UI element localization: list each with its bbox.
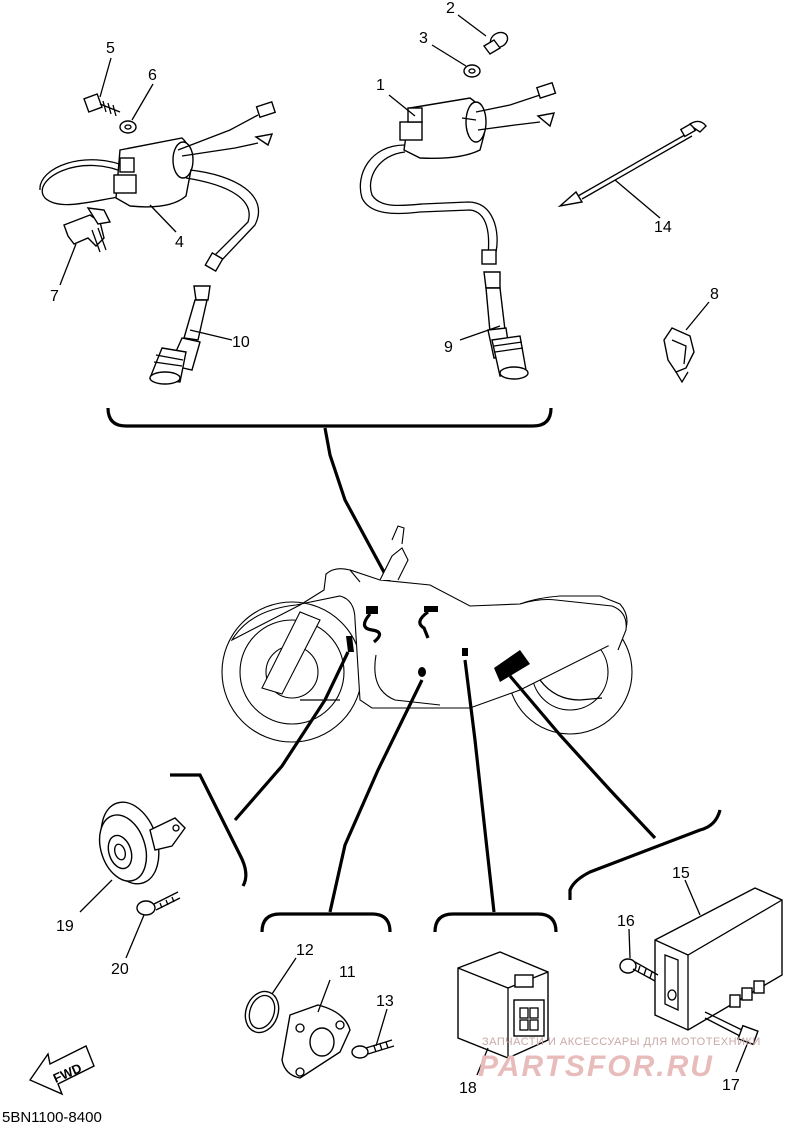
motorcycle-outline [221, 525, 633, 743]
callout-1: 1 [376, 77, 385, 94]
horn-group-bracket [170, 773, 248, 887]
ignition-coil-right [359, 81, 557, 265]
ignition-coil-left [39, 100, 277, 273]
regulator-group-bracket [568, 809, 722, 900]
spark-plug-cap-9 [483, 271, 529, 380]
o-ring-12 [244, 990, 280, 1034]
relay-group-bracket [433, 912, 558, 933]
lead-wire-14 [557, 120, 707, 208]
callout-13: 13 [376, 993, 394, 1010]
callout-8: 8 [710, 286, 719, 303]
watermark-brand: PARTSFOR.RU [478, 1050, 714, 1083]
callout-19: 19 [56, 918, 74, 935]
forward-arrow: FWD [28, 1045, 95, 1096]
horn-bolt-20 [136, 891, 181, 916]
bracket-7 [63, 207, 112, 253]
clamp-8 [663, 327, 695, 384]
relay-18 [457, 951, 549, 1059]
washer-6 [119, 120, 137, 134]
callout-18: 18 [459, 1080, 477, 1097]
sensor-group-bracket [260, 912, 392, 933]
callout-17: 17 [722, 1077, 740, 1094]
callout-5: 5 [106, 40, 115, 57]
diagram-code: 5BN1100-8400 [2, 1109, 102, 1126]
callout-7: 7 [50, 288, 59, 305]
leader-regulator [508, 674, 657, 840]
callout-20: 20 [111, 961, 129, 978]
washer-3 [463, 64, 481, 78]
sensor-11 [281, 1004, 351, 1079]
callout-4: 4 [175, 234, 184, 251]
horn-19 [98, 801, 186, 885]
callout-11: 11 [339, 964, 356, 981]
bolt-17 [704, 1011, 759, 1046]
callout-12: 12 [296, 942, 314, 959]
callout-3: 3 [419, 30, 428, 47]
callout-10: 10 [232, 334, 250, 351]
rectifier-regulator-15 [654, 887, 783, 1031]
leader-sensor [328, 679, 424, 913]
screw-2 [482, 31, 509, 55]
top-group-bracket [106, 407, 553, 428]
callout-16: 16 [617, 913, 635, 930]
watermark-tagline: ЗАПЧАСТИ И АКСЕССУАРЫ ДЛЯ МОТОТЕХНИКИ [482, 1036, 761, 1048]
leader-relay [463, 659, 496, 913]
callout-14: 14 [654, 219, 672, 236]
callout-15: 15 [672, 865, 690, 882]
callout-2: 2 [446, 0, 455, 17]
bolt-16 [619, 958, 659, 982]
leader-horn [233, 651, 350, 822]
callout-leaders [59, 14, 749, 1076]
callout-9: 9 [444, 339, 453, 356]
spark-plug-cap-10 [149, 285, 211, 385]
screw-13 [351, 1039, 395, 1059]
bolt-5 [83, 93, 121, 117]
top-group-leader [323, 427, 400, 599]
callout-6: 6 [148, 67, 157, 84]
